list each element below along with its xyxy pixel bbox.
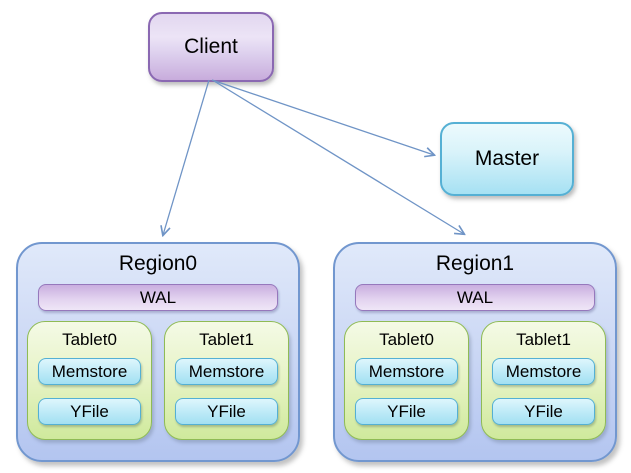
memstore-box: Memstore: [38, 358, 141, 385]
tablet-title: Tablet0: [379, 330, 434, 349]
region1-title: Region1: [435, 252, 515, 275]
yfile-box: YFile: [38, 398, 141, 425]
arrow-client-to-region0: [163, 79, 210, 235]
region1-tablet1: Tablet1 Memstore YFile: [481, 321, 606, 440]
memstore-box: Memstore: [175, 358, 278, 385]
client-label: Client: [184, 35, 238, 58]
memstore-box: Memstore: [355, 358, 458, 385]
tablet-title: Tablet0: [62, 330, 117, 349]
yfile-box: YFile: [175, 398, 278, 425]
memstore-box: Memstore: [492, 358, 595, 385]
region0-tablet1: Tablet1 Memstore YFile: [164, 321, 289, 440]
region0-tablets-row: Tablet0 Memstore YFile Tablet1 Memstore …: [18, 311, 298, 440]
region1-tablets-row: Tablet0 Memstore YFile Tablet1 Memstore …: [335, 311, 615, 440]
master-label: Master: [474, 147, 540, 170]
yfile-box: YFile: [355, 398, 458, 425]
region0-wal-box: WAL: [38, 284, 278, 311]
tablet-title: Tablet1: [516, 330, 571, 349]
yfile-box: YFile: [492, 398, 595, 425]
region1-container: Region1 WAL Tablet0 Memstore YFile Table…: [333, 242, 617, 462]
master-node: Master: [440, 122, 574, 196]
region1-wal-box: WAL: [355, 284, 595, 311]
tablet-title: Tablet1: [199, 330, 254, 349]
client-node: Client: [148, 12, 274, 82]
region1-tablet0: Tablet0 Memstore YFile: [344, 321, 469, 440]
region0-title: Region0: [118, 252, 198, 275]
arrow-client-to-master: [211, 79, 434, 155]
arrow-client-to-region1: [213, 80, 464, 234]
region0-container: Region0 WAL Tablet0 Memstore YFile Table…: [16, 242, 300, 462]
region0-tablet0: Tablet0 Memstore YFile: [27, 321, 152, 440]
